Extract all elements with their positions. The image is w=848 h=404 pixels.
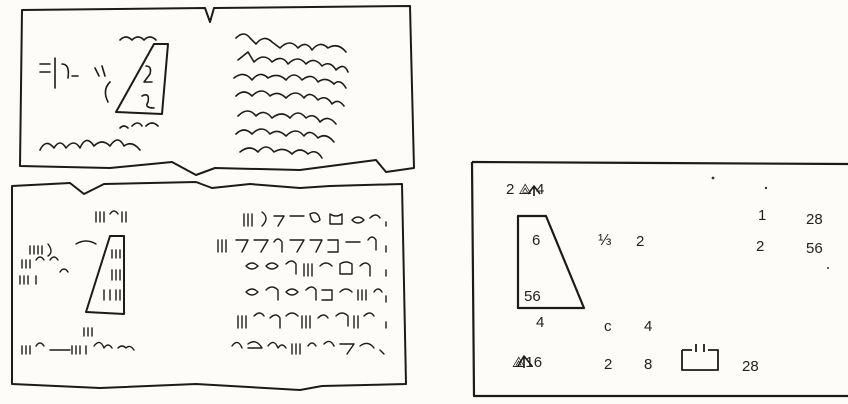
c-value: 4 [644, 318, 653, 335]
shape-bottom-value: 56 [524, 288, 541, 305]
table-row-1-a: 1 [758, 207, 767, 224]
bottom-two: 2 [604, 356, 613, 373]
transcription-top-label: 2 ⟁ 4 [506, 181, 545, 198]
result-value: 28 [742, 358, 759, 375]
bottom-eight: 8 [644, 356, 653, 373]
hieroglyphic-papyrus [11, 181, 407, 391]
fraction-multiplier: 2 [636, 233, 645, 250]
table-row-1-b: 28 [806, 211, 823, 228]
shape-top-value: 6 [532, 232, 541, 249]
below-shape-value: 4 [536, 314, 545, 331]
hieratic-papyrus [19, 5, 415, 176]
c-label: c [604, 318, 612, 335]
fraction-third: ⅓ [598, 232, 612, 249]
transcription-frame [470, 160, 848, 398]
bottom-glyph-label: ⟁16 [512, 354, 543, 371]
table-row-2-a: 2 [756, 238, 765, 255]
table-row-2-b: 56 [806, 240, 823, 257]
scan-specks [711, 176, 829, 269]
